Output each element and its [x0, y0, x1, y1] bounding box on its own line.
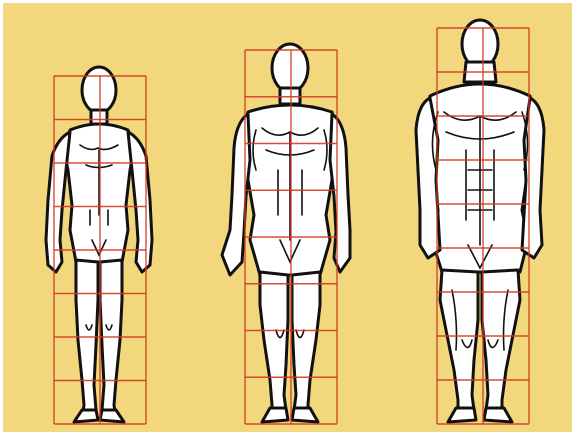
slender-head	[82, 67, 116, 113]
slender-neck	[91, 110, 107, 124]
average-neck	[280, 88, 300, 104]
average-head	[272, 44, 308, 92]
